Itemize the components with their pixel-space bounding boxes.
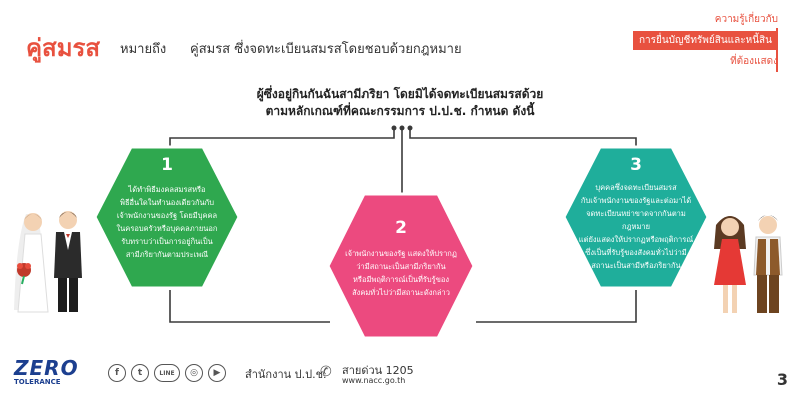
twitter-icon[interactable]: t <box>131 364 149 382</box>
criterion-line: พิธีอื่นใดในทำนองเดียวกันกับ <box>120 198 214 207</box>
hexagon-shape <box>562 145 710 290</box>
facebook-icon[interactable]: f <box>108 364 126 382</box>
instagram-icon[interactable]: ◎ <box>185 364 203 382</box>
criterion-line: กับเจ้าพนักงานของรัฐและต่อมาได้ <box>580 196 692 205</box>
criterion-text: ได้ทำพิธีมงคลสมรสหรือ พิธีอื่นใดในทำนองเ… <box>107 183 227 261</box>
criterion-line: จดทะเบียนหย่าขาดจากกันตามกฎหมาย <box>586 209 686 231</box>
badge-line-3: ที่ต้องแสดง <box>730 56 778 67</box>
logo-sub-text: TOLERANCE <box>14 378 61 386</box>
criterion-card-3: 3 บุคคลซึ่งจดทะเบียนสมรส กับเจ้าพนักงานข… <box>562 145 710 290</box>
intro-text: ผู้ซึ่งอยู่กินกันฉันสามีภริยา โดยมิได้จด… <box>220 86 580 120</box>
criterion-line: แต่ยังแสดงให้ปรากฏหรือพฤติการณ์ <box>578 235 694 244</box>
youtube-icon[interactable]: ▶ <box>208 364 226 382</box>
office-name: สำนักงาน ป.ป.ช. <box>245 368 327 381</box>
wedding-couple-illustration <box>14 211 82 313</box>
criterion-number: 1 <box>161 155 173 175</box>
badge-line-2: การยื่นบัญชีทรัพย์สินและหนี้สิน <box>632 31 778 50</box>
phone-icon: ✆ <box>320 364 332 380</box>
criterion-line: เจ้าพนักงานของรัฐ แสดงให้ปรากฏ <box>345 249 457 258</box>
social-links: f t LINE ◎ ▶ <box>108 364 226 382</box>
criterion-line: ได้ทำพิธีมงคลสมรสหรือ <box>128 185 206 194</box>
badge-divider <box>776 28 778 72</box>
hotline-number: สายด่วน 1205 <box>342 364 414 377</box>
criterion-number: 3 <box>630 155 642 175</box>
criterion-line: เจ้าพนักงานของรัฐ โดยมีบุคคล <box>116 211 218 220</box>
intro-line-2: ตามหลักเกณฑ์ที่คณะกรรมการ ป.ป.ช. กำหนด ด… <box>265 104 535 118</box>
criterion-line: บุคคลซึ่งจดทะเบียนสมรส <box>595 183 677 192</box>
page-title: คู่สมรส <box>26 34 101 62</box>
criterion-number: 2 <box>395 218 407 238</box>
criterion-line: ในครอบครัวหรือบุคคลภายนอก <box>116 224 218 233</box>
criterion-card-1: 1 ได้ทำพิธีมงคลสมรสหรือ พิธีอื่นใดในทำนอ… <box>93 145 241 290</box>
line-icon[interactable]: LINE <box>154 364 180 382</box>
logo-main-text: ZERO <box>14 356 79 380</box>
criterion-card-2: 2 เจ้าพนักงานของรัฐ แสดงให้ปรากฏ ว่ามีสถ… <box>326 192 476 340</box>
title-definition: คู่สมรส ซึ่งจดทะเบียนสมรสโดยชอบด้วยกฎหมา… <box>190 42 462 57</box>
topic-badge: ความรู้เกี่ยวกับ การยื่นบัญชีทรัพย์สินแล… <box>628 12 778 72</box>
criterion-text: เจ้าพนักงานของรัฐ แสดงให้ปรากฏ ว่ามีสถาน… <box>342 247 460 299</box>
website-link[interactable]: www.nacc.go.th <box>342 376 406 385</box>
zero-tolerance-logo: ZERO TOLERANCE <box>14 356 98 392</box>
criterion-line: ซึ่งเป็นที่รับรู้ของสังคมทั่วไปว่ามี <box>585 248 687 257</box>
criterion-line: หรือมีพฤติการณ์เป็นที่รับรู้ของ <box>352 275 450 284</box>
hexagon-shape <box>93 145 241 290</box>
title-subtitle: หมายถึง <box>120 42 167 57</box>
criterion-line: สังคมทั่วไปว่ามีสถานะดังกล่าว <box>352 288 450 297</box>
page-number: 3 <box>776 370 788 389</box>
criterion-text: บุคคลซึ่งจดทะเบียนสมรส กับเจ้าพนักงานของ… <box>576 181 696 272</box>
criterion-line: สามีภริยากันตามประเพณี <box>125 250 209 259</box>
criterion-line: สถานะเป็นสามีหรือภริยากัน <box>591 261 681 270</box>
couple-illustration <box>714 215 783 313</box>
intro-line-1: ผู้ซึ่งอยู่กินกันฉันสามีภริยา โดยมิได้จด… <box>256 87 544 101</box>
criterion-line: ว่ามีสถานะเป็นสามีภริยากัน <box>356 262 446 271</box>
footer: ZERO TOLERANCE f t LINE ◎ ▶ สำนักงาน ป.ป… <box>0 350 800 400</box>
criterion-line: รับทราบว่าเป็นการอยู่กินเป็น <box>121 237 213 246</box>
hexagon-shape <box>326 192 476 340</box>
badge-line-1: ความรู้เกี่ยวกับ <box>714 14 778 25</box>
